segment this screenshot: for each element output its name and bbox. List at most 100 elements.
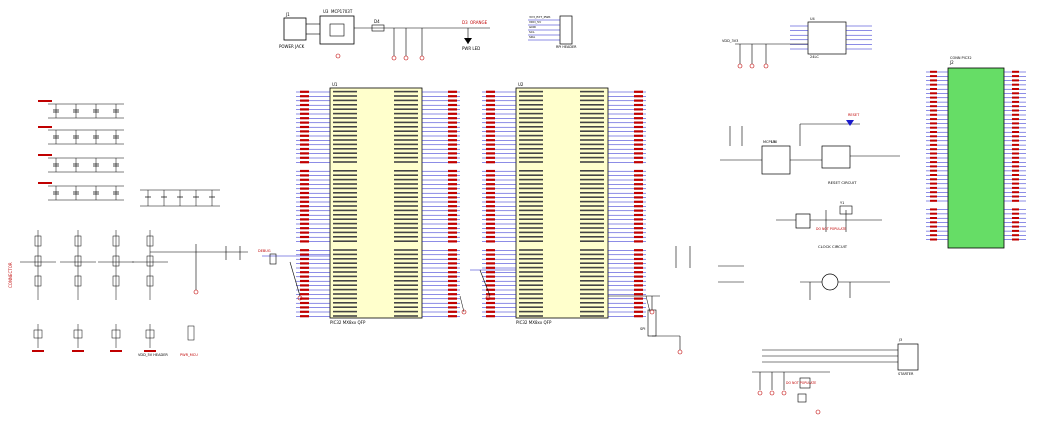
pin-name-marker: [519, 196, 543, 198]
pin-net-marker: [634, 117, 643, 120]
pin-net-marker: [634, 121, 643, 124]
conn-net-marker: [930, 182, 937, 185]
pin-net-marker: [486, 130, 495, 133]
pin-net-marker: [486, 306, 495, 309]
conn-net-marker: [930, 139, 937, 142]
header-net: [110, 350, 122, 352]
header-net: [144, 350, 156, 352]
conn-net-marker: [1012, 156, 1019, 159]
pin-name-marker: [394, 161, 418, 163]
conn-net-marker: [930, 83, 937, 86]
pin-name-marker: [333, 253, 357, 256]
pin-name-marker: [519, 152, 543, 154]
conn-net-marker: [1012, 135, 1019, 138]
pin-net-marker: [448, 240, 457, 243]
conn-net-marker: [930, 186, 937, 189]
pin-net-marker: [448, 284, 457, 287]
pin-name-marker: [580, 240, 604, 242]
pin-net-marker: [448, 147, 457, 151]
conn-net-marker: [930, 212, 937, 215]
pin-net-marker: [486, 262, 495, 265]
conn-net-marker: [1012, 139, 1019, 142]
pin-name-marker: [580, 266, 604, 269]
pin-name-marker: [580, 302, 604, 304]
pin-name-marker: [580, 192, 604, 194]
pin-name-marker: [580, 143, 604, 146]
pin-name-marker: [333, 192, 357, 194]
pin-net-marker: [486, 293, 495, 296]
conn-net-marker: [930, 143, 937, 146]
pin-name-marker: [519, 130, 543, 132]
pin-name-marker: [333, 148, 357, 150]
pin-name-marker: [519, 112, 543, 115]
conn-net-marker: [930, 199, 937, 202]
pin-net-marker: [300, 301, 309, 305]
pin-name-marker: [394, 143, 418, 146]
pin-name-marker: [333, 161, 357, 163]
pin-name-marker: [394, 205, 418, 207]
pin-net-marker: [634, 187, 643, 190]
pin-net-marker: [300, 117, 309, 120]
pin-net-marker: [634, 213, 643, 217]
conn-net-marker: [930, 92, 937, 95]
pin-name-marker: [519, 117, 543, 119]
pin-net-marker: [486, 108, 495, 111]
pin-name-marker: [519, 90, 543, 93]
pin-net-marker: [634, 288, 643, 291]
pin-net-marker: [634, 191, 643, 195]
conn-net-marker: [1012, 79, 1019, 82]
pin-name-marker: [333, 200, 357, 203]
pin-net-marker: [300, 315, 309, 318]
conn-net-marker: [1012, 182, 1019, 185]
pin-net-marker: [634, 222, 643, 225]
pin-net-marker: [300, 293, 309, 296]
pin-name-marker: [333, 130, 357, 132]
pin-net-marker: [448, 183, 457, 186]
pin-net-marker: [448, 310, 457, 313]
header-part: [33, 329, 43, 339]
pin-name-marker: [333, 117, 357, 119]
jumper-part: [146, 235, 154, 247]
pin-net-marker: [634, 257, 643, 261]
pin-net-marker: [448, 178, 457, 181]
pin-name-marker: [580, 253, 604, 256]
pin-net-marker: [486, 99, 495, 102]
pin-net-marker: [300, 112, 309, 115]
pin-name-marker: [394, 104, 418, 106]
pin-name-marker: [333, 90, 357, 93]
pin-name-marker: [519, 126, 543, 128]
jumper-part: [74, 275, 82, 287]
pin-net-marker: [300, 279, 309, 283]
conn-net-marker: [1012, 234, 1019, 237]
pin-name-marker: [580, 262, 604, 264]
pin-name-marker: [580, 90, 604, 93]
conn-net-marker: [1012, 118, 1019, 121]
pin-net-marker: [300, 275, 309, 278]
pin-net-marker: [486, 169, 495, 173]
conn-net-marker: [1012, 221, 1019, 224]
pin-name-marker: [333, 222, 357, 225]
conn-net-marker: [930, 75, 937, 78]
pin-net-marker: [634, 240, 643, 243]
reset-title: RESET CIRCUIT: [828, 180, 857, 185]
pin-net-marker: [486, 117, 495, 120]
pin-name-marker: [580, 161, 604, 163]
pin-net-marker: [634, 90, 643, 93]
pin-name-marker: [394, 99, 418, 102]
pin-name-marker: [519, 143, 543, 146]
eeprom-part: 24LC: [810, 55, 819, 59]
conn-net-marker: [930, 195, 937, 198]
pin-net-marker: [448, 231, 457, 234]
pin-name-marker: [394, 95, 418, 97]
pin-name-marker: [394, 240, 418, 242]
pin-net-marker: [486, 231, 495, 234]
conn-net-marker: [1012, 92, 1019, 95]
pin-name-marker: [519, 293, 543, 295]
conn-net-marker: [930, 174, 937, 176]
pin-name-marker: [394, 310, 418, 313]
pin-net-marker: [448, 218, 457, 221]
pin-name-marker: [394, 130, 418, 132]
clock-title: CLOCK CIRCUIT: [818, 244, 848, 249]
conn-net-marker: [1012, 186, 1019, 189]
pin-name-marker: [333, 258, 357, 260]
